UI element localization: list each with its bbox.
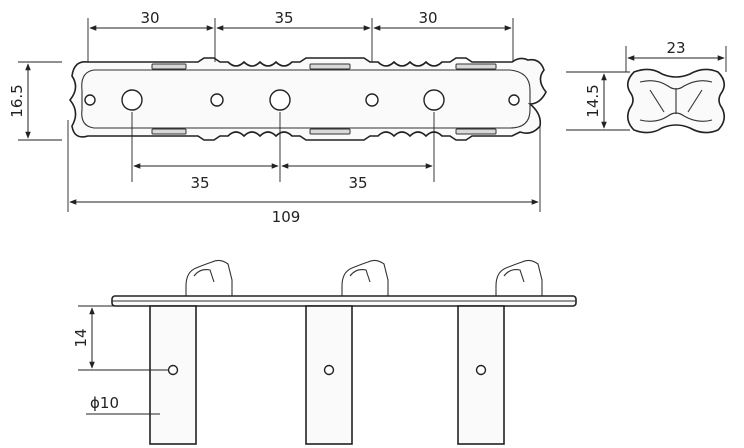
small-hole: [210, 93, 224, 107]
dim-height-left: 16.5: [8, 84, 26, 117]
dim-top-mid: 35: [274, 9, 293, 27]
top-view: [68, 57, 547, 141]
small-hole: [84, 94, 96, 106]
end-view-inner: [639, 80, 713, 122]
prong: [149, 305, 197, 445]
dim-top-left: 30: [140, 9, 159, 27]
large-hole: [269, 89, 291, 111]
hook: [341, 259, 389, 296]
small-hole: [508, 94, 520, 106]
hook: [185, 259, 233, 296]
end-view: 23 14.5: [566, 39, 727, 134]
slot: [455, 128, 497, 135]
top-dimension-lines: 30 35 30: [87, 9, 514, 62]
dim-bottom-left: 35: [190, 174, 209, 192]
dim-overall-length: 109: [272, 208, 301, 226]
dim-top-right: 30: [418, 9, 437, 27]
slot: [151, 63, 187, 70]
slot: [309, 63, 351, 70]
small-hole: [365, 93, 379, 107]
height-dimension-left: 16.5: [8, 61, 62, 141]
hook: [495, 259, 543, 296]
slot: [309, 128, 351, 135]
prong-hole: [475, 364, 487, 376]
overall-dimension: 109: [67, 120, 541, 226]
dim-bottom-right: 35: [348, 174, 367, 192]
dim-prong-depth: 14: [72, 328, 90, 347]
prong-hole: [323, 364, 335, 376]
dim-prong-diameter: ϕ10: [90, 394, 119, 412]
side-view: 14 ϕ10: [72, 259, 577, 445]
dim-end-width: 23: [666, 39, 685, 57]
bottom-dimension-lines: 35 35: [131, 112, 435, 192]
large-hole: [423, 89, 445, 111]
slot: [455, 63, 497, 70]
strip-inner-border: [81, 69, 531, 129]
dim-end-height: 14.5: [584, 84, 602, 117]
slot: [151, 128, 187, 135]
large-hole: [121, 89, 143, 111]
prong-hole: [167, 364, 179, 376]
